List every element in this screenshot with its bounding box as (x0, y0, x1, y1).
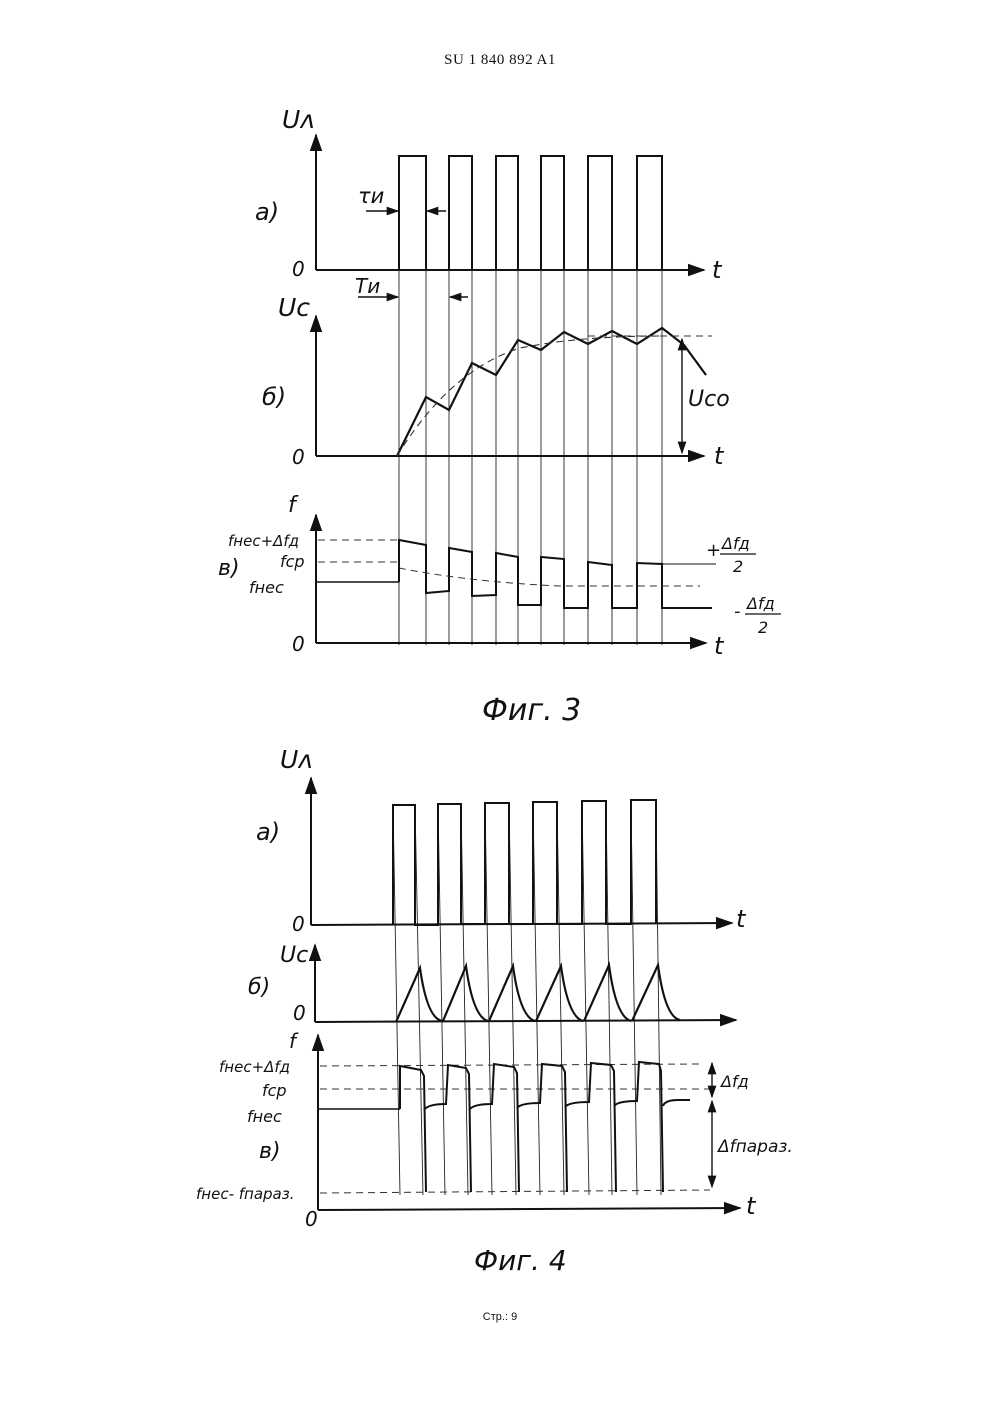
fig4-caption: Фиг. 4 (474, 1244, 567, 1277)
fig4b-panel-label: б) (248, 975, 270, 1000)
fig3a-y-label: Uᴧ (282, 105, 315, 134)
fig3b-capacitor-voltage (397, 328, 706, 456)
fig4a-zero: 0 (292, 912, 305, 936)
fig4b-t-axis (315, 1020, 736, 1022)
fig3a-zero: 0 (292, 257, 305, 281)
fig4-panel-c: f в) fнес+Δfд fср fнес fнес- fпараз. 0 t… (196, 1029, 793, 1231)
fig3c-frequency-trace (399, 540, 712, 608)
fig3b-level-label: Uco (688, 387, 730, 412)
fig3c-minus-num: Δfд (745, 594, 775, 613)
fig4a-t-label: t (736, 905, 747, 933)
fig4a-panel-label: а) (256, 818, 280, 846)
fig3c-f1-label: fнес+Δfд (228, 532, 299, 550)
fig3a-pulse-train (399, 156, 662, 270)
fig4b-spike-train (396, 965, 680, 1022)
fig3a-panel-label: а) (255, 198, 279, 226)
fig4c-dfd-label: Δfд (719, 1072, 749, 1091)
fig4b-y-label: Uc (280, 943, 308, 968)
fig4c-panel-label: в) (259, 1139, 281, 1164)
fig3b-average-curve (397, 336, 662, 456)
fig3c-t-label: t (714, 632, 725, 660)
fig4c-f4-label: fнес- fпараз. (196, 1185, 294, 1203)
fig3-time-guides (399, 156, 662, 645)
fig4-panel-b: Uc б) 0 (248, 943, 736, 1025)
fig3c-plus-num: Δfд (720, 534, 750, 553)
fig3-panel-a: Uᴧ а) 0 t τи Tи (255, 105, 723, 298)
fig3c-zero: 0 (292, 632, 305, 656)
fig3b-t-label: t (714, 442, 725, 470)
fig3-panel-c: f в) fнес+Δfд fср fнес 0 t + Δfд 2 - Δfд… (218, 493, 781, 660)
fig3b-panel-label: б) (262, 383, 286, 411)
fig4c-f3-label: fнес (247, 1107, 282, 1126)
fig3b-y-label: Uc (278, 293, 310, 322)
fig4c-t-label: t (746, 1192, 757, 1220)
fig4c-t-axis (318, 1208, 740, 1210)
fig3c-panel-label: в) (218, 556, 240, 581)
fig3a-tau-label: τи (358, 184, 384, 208)
fig4-panel-a: Uᴧ а) 0 t (256, 745, 747, 936)
figure-4: Uᴧ а) 0 t Uc б) 0 f в) (196, 745, 793, 1277)
fig4c-zero: 0 (305, 1207, 318, 1231)
fig4c-y-label: f (289, 1029, 299, 1053)
fig3c-average-curve (399, 568, 700, 586)
fig3c-minus-den: 2 (758, 618, 768, 637)
fig4c-f1-label: fнес+Δfд (219, 1058, 290, 1076)
fig4-time-guides (393, 805, 661, 1195)
fig3c-minus-sign: - (734, 601, 741, 622)
fig3c-y-label: f (288, 493, 299, 518)
fig3c-plus-den: 2 (733, 557, 743, 576)
fig4c-f2-label: fср (262, 1081, 287, 1100)
fig3a-t-label: t (712, 256, 723, 284)
fig3-caption: Фиг. 3 (482, 693, 581, 728)
fig3c-plus-sign: + (706, 540, 721, 561)
page-footer: Стр.: 9 (0, 1311, 1000, 1323)
fig3a-T-label: Tи (355, 274, 380, 298)
fig4a-pulse-train (393, 800, 656, 925)
fig4b-zero: 0 (293, 1001, 306, 1025)
fig4c-f4-dash (320, 1190, 710, 1193)
fig3c-f2-label: fср (280, 552, 305, 571)
figure-3: Uᴧ а) 0 t τи Tи Uc б) 0 t Uco (218, 105, 781, 728)
fig4a-y-label: Uᴧ (280, 745, 313, 774)
fig3b-zero: 0 (292, 445, 305, 469)
fig4c-dfparaz-label: Δfпараз. (716, 1137, 793, 1157)
fig3c-f3-label: fнес (249, 578, 284, 597)
